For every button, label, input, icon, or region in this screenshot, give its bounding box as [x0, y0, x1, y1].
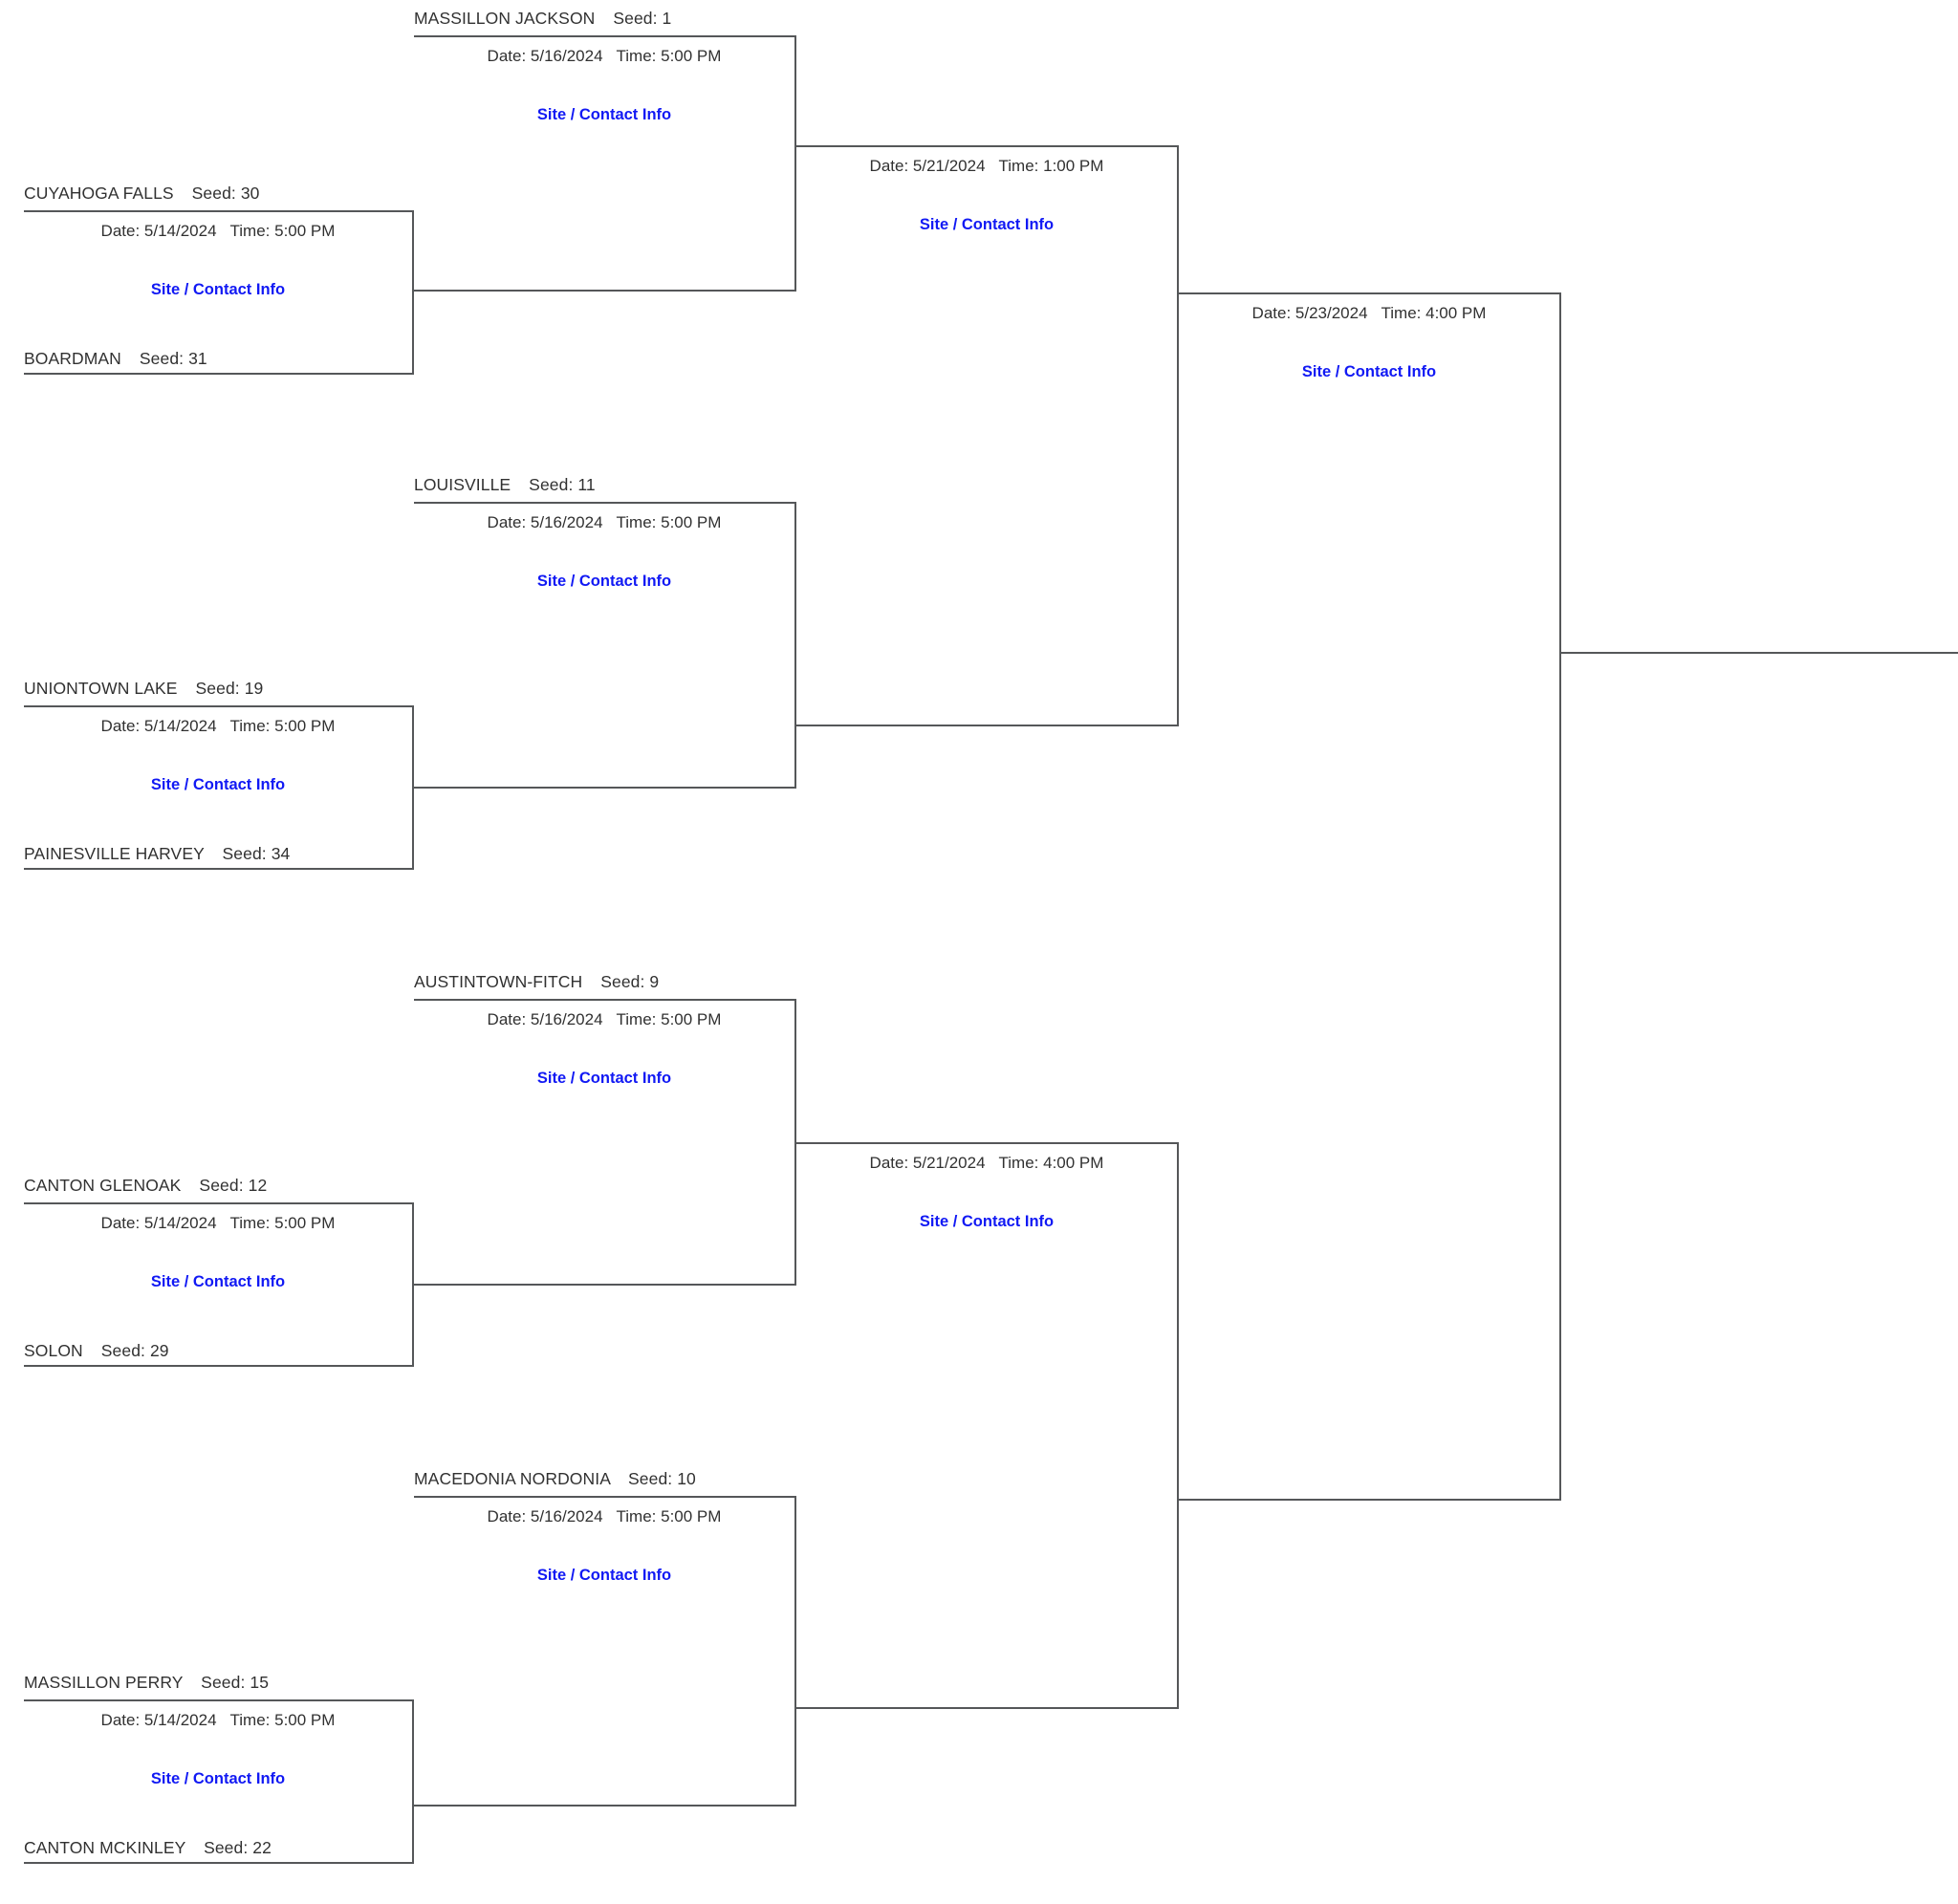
- team-label-bottom: PAINESVILLE HARVEY Seed: 34: [24, 844, 290, 864]
- team-label-top: UNIONTOWN LAKE Seed: 19: [24, 679, 263, 699]
- site-contact-info-link[interactable]: Site / Contact Info: [919, 1213, 1055, 1230]
- team-name: MASSILLON PERRY: [24, 1673, 184, 1692]
- team-label-top: MASSILLON JACKSON Seed: 1: [414, 9, 671, 29]
- match-box-r1-m4: MASSILLON PERRY Seed: 15 Date: 5/14/2024…: [24, 1673, 414, 1864]
- match-datetime: Date: 5/16/2024 Time: 5:00 PM: [414, 513, 794, 532]
- team-name: BOARDMAN: [24, 349, 121, 368]
- match-time: Time: 5:00 PM: [616, 513, 722, 531]
- match-date: Date: 5/14/2024: [100, 222, 217, 240]
- team-seed: Seed: 29: [100, 1341, 169, 1360]
- team-name: LOUISVILLE: [414, 475, 511, 494]
- match-time: Time: 5:00 PM: [616, 1010, 722, 1028]
- match-datetime: Date: 5/21/2024 Time: 1:00 PM: [796, 157, 1177, 176]
- team-label-bottom: SOLON Seed: 29: [24, 1341, 169, 1361]
- site-contact-info-link[interactable]: Site / Contact Info: [536, 106, 672, 123]
- match-box-r3-m1: Date: 5/21/2024 Time: 1:00 PM Site / Cont…: [796, 145, 1179, 726]
- team-name: MASSILLON JACKSON: [414, 9, 596, 28]
- match-box-r1-m2: UNIONTOWN LAKE Seed: 19 Date: 5/14/2024 T…: [24, 679, 414, 870]
- team-name: SOLON: [24, 1341, 83, 1360]
- match-time: Time: 5:00 PM: [229, 717, 336, 735]
- team-seed: Seed: 22: [204, 1838, 272, 1857]
- match-time: Time: 5:00 PM: [229, 1214, 336, 1232]
- site-contact-info-link[interactable]: Site / Contact Info: [536, 573, 672, 590]
- team-seed: Seed: 11: [529, 475, 596, 494]
- match-box-r1-m3: CANTON GLENOAK Seed: 12 Date: 5/14/2024 T…: [24, 1176, 414, 1367]
- match-datetime: Date: 5/16/2024 Time: 5:00 PM: [414, 1010, 794, 1029]
- match-box-r4-m1: Date: 5/23/2024 Time: 4:00 PM Site / Cont…: [1179, 292, 1561, 1501]
- team-seed: Seed: 19: [195, 679, 264, 698]
- team-label-top: MACEDONIA NORDONIA Seed: 10: [414, 1469, 696, 1489]
- team-seed: Seed: 15: [201, 1673, 270, 1692]
- team-label-top: MASSILLON PERRY Seed: 15: [24, 1673, 269, 1693]
- team-name: CANTON MCKINLEY: [24, 1838, 186, 1857]
- match-date: Date: 5/21/2024: [869, 157, 986, 175]
- site-contact-info-link[interactable]: Site / Contact Info: [150, 1273, 286, 1290]
- match-datetime: Date: 5/14/2024 Time: 5:00 PM: [24, 717, 412, 736]
- team-seed: Seed: 31: [139, 349, 207, 368]
- team-seed: Seed: 34: [222, 844, 291, 863]
- team-label-top: LOUISVILLE Seed: 11: [414, 475, 596, 495]
- match-time: Time: 5:00 PM: [616, 47, 722, 65]
- match-datetime: Date: 5/14/2024 Time: 5:00 PM: [24, 1214, 412, 1233]
- match-time: Time: 5:00 PM: [616, 1507, 722, 1525]
- match-box-r2-m4: MACEDONIA NORDONIA Seed: 10 Date: 5/16/2…: [414, 1469, 796, 1807]
- site-contact-info-link[interactable]: Site / Contact Info: [150, 281, 286, 298]
- team-seed: Seed: 9: [600, 972, 660, 991]
- team-seed: Seed: 1: [613, 9, 672, 28]
- match-time: Time: 4:00 PM: [998, 1154, 1104, 1172]
- team-label-bottom: BOARDMAN Seed: 31: [24, 349, 207, 369]
- site-contact-info-link[interactable]: Site / Contact Info: [150, 1770, 286, 1787]
- match-time: Time: 1:00 PM: [998, 157, 1104, 175]
- match-date: Date: 5/14/2024: [100, 1711, 217, 1729]
- match-time: Time: 5:00 PM: [229, 1711, 336, 1729]
- match-time: Time: 5:00 PM: [229, 222, 336, 240]
- team-seed: Seed: 12: [199, 1176, 268, 1195]
- team-label-top: CANTON GLENOAK Seed: 12: [24, 1176, 267, 1196]
- team-seed: Seed: 10: [628, 1469, 696, 1488]
- match-box-r2-m3: AUSTINTOWN-FITCH Seed: 9 Date: 5/16/2024…: [414, 972, 796, 1286]
- match-date: Date: 5/16/2024: [487, 513, 603, 531]
- match-date: Date: 5/23/2024: [1251, 304, 1368, 322]
- team-name: UNIONTOWN LAKE: [24, 679, 178, 698]
- champion-connector-line: [1561, 652, 1958, 654]
- match-box-r2-m1: MASSILLON JACKSON Seed: 1 Date: 5/16/202…: [414, 9, 796, 292]
- match-datetime: Date: 5/16/2024 Time: 5:00 PM: [414, 47, 794, 66]
- team-label-bottom: CANTON MCKINLEY Seed: 22: [24, 1838, 272, 1858]
- site-contact-info-link[interactable]: Site / Contact Info: [919, 216, 1055, 233]
- team-label-top: CUYAHOGA FALLS Seed: 30: [24, 184, 260, 204]
- team-name: MACEDONIA NORDONIA: [414, 1469, 611, 1488]
- match-time: Time: 4:00 PM: [1381, 304, 1487, 322]
- match-datetime: Date: 5/23/2024 Time: 4:00 PM: [1179, 304, 1559, 323]
- site-contact-info-link[interactable]: Site / Contact Info: [536, 1070, 672, 1087]
- site-contact-info-link[interactable]: Site / Contact Info: [1301, 363, 1437, 380]
- match-box-r1-m1: CUYAHOGA FALLS Seed: 30 Date: 5/14/2024 T…: [24, 184, 414, 375]
- team-name: AUSTINTOWN-FITCH: [414, 972, 583, 991]
- team-seed: Seed: 30: [191, 184, 260, 203]
- match-date: Date: 5/14/2024: [100, 1214, 217, 1232]
- team-name: PAINESVILLE HARVEY: [24, 844, 205, 863]
- match-date: Date: 5/21/2024: [869, 1154, 986, 1172]
- match-box-r2-m2: LOUISVILLE Seed: 11 Date: 5/16/2024 Time:…: [414, 475, 796, 789]
- team-name: CANTON GLENOAK: [24, 1176, 182, 1195]
- match-datetime: Date: 5/14/2024 Time: 5:00 PM: [24, 1711, 412, 1730]
- site-contact-info-link[interactable]: Site / Contact Info: [536, 1567, 672, 1584]
- team-name: CUYAHOGA FALLS: [24, 184, 174, 203]
- match-date: Date: 5/14/2024: [100, 717, 217, 735]
- match-box-r3-m2: Date: 5/21/2024 Time: 4:00 PM Site / Cont…: [796, 1142, 1179, 1709]
- site-contact-info-link[interactable]: Site / Contact Info: [150, 776, 286, 793]
- match-datetime: Date: 5/21/2024 Time: 4:00 PM: [796, 1154, 1177, 1173]
- match-datetime: Date: 5/14/2024 Time: 5:00 PM: [24, 222, 412, 241]
- team-label-top: AUSTINTOWN-FITCH Seed: 9: [414, 972, 659, 992]
- match-date: Date: 5/16/2024: [487, 1010, 603, 1028]
- match-date: Date: 5/16/2024: [487, 47, 603, 65]
- match-datetime: Date: 5/16/2024 Time: 5:00 PM: [414, 1507, 794, 1526]
- match-date: Date: 5/16/2024: [487, 1507, 603, 1525]
